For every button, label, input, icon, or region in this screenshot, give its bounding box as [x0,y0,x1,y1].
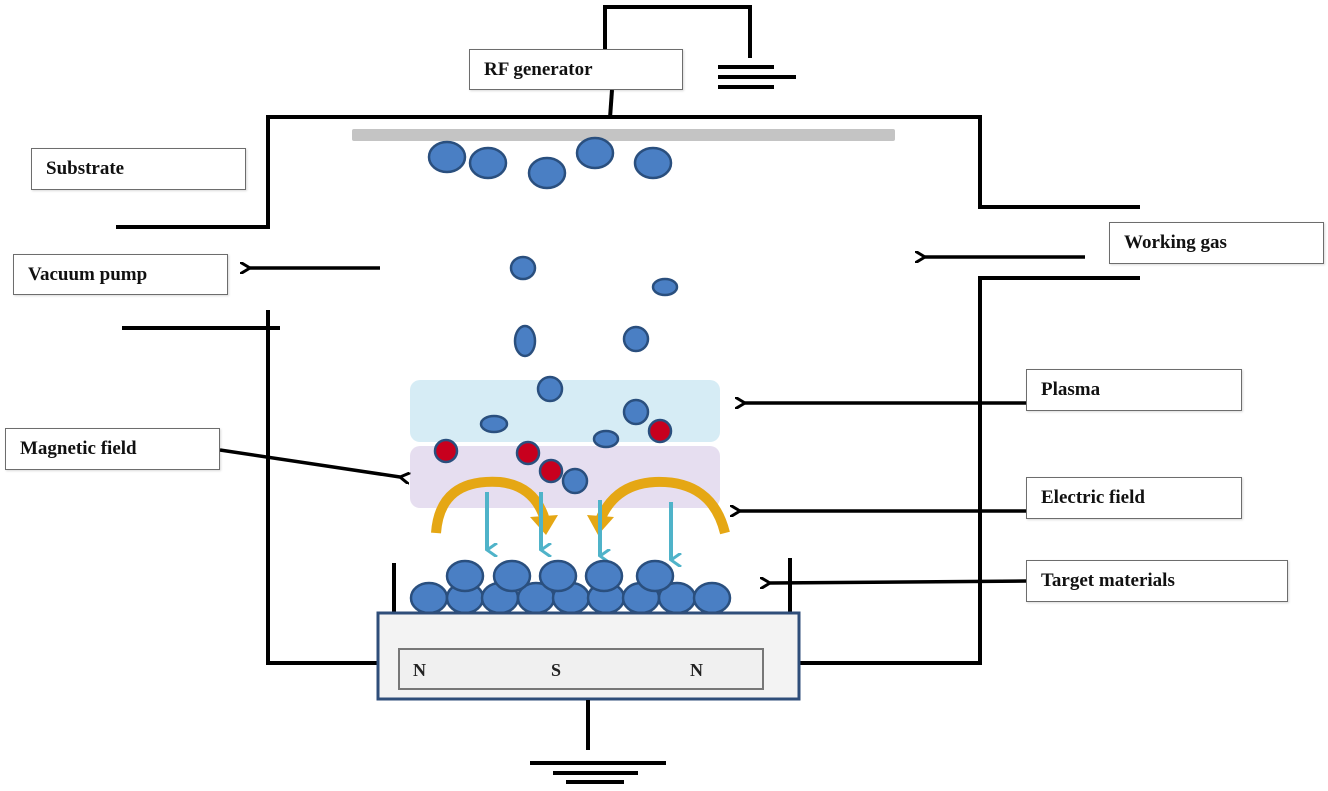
target-atom [409,581,449,615]
sputtered-atom [561,467,589,495]
ground-icon-bottom [530,700,666,784]
deposited-atom [427,140,467,174]
deposited-atom [468,146,508,180]
deposited-atom [527,156,567,190]
electric-field-arcs [431,476,730,535]
sputtered-atom [651,277,679,297]
sputtered-atom [479,414,509,434]
particles [427,136,679,495]
magnet-pole-north-right: N [690,660,703,680]
target-atom [538,559,578,593]
sputtered-atom [592,429,620,449]
target-atom [445,559,485,593]
plasma-region [410,380,720,442]
leader-arrows [219,257,1085,583]
arc-arrowhead-left [530,515,558,535]
target-materials-stack [409,559,732,615]
electric-field-label: Electric field [1026,477,1242,519]
vacuum-pump-label: Vacuum pump [13,254,228,295]
sputtered-atom [513,324,537,358]
magnet-pole-north-left: N [413,660,426,680]
sputtered-atom [536,375,564,403]
ion [515,440,541,466]
target-materials-arrow [770,581,1028,583]
target-atom [584,559,624,593]
sputtered-atom [622,398,650,426]
working-gas-label: Working gas [1109,222,1324,264]
target-materials-label: Target materials [1026,560,1288,602]
magnet-bar [398,648,764,690]
field-arc-right [595,476,730,535]
ground-icon-top [718,65,796,89]
substrate-label: Substrate [31,148,246,190]
ion-flux-arrows [485,492,671,560]
magnetic-field-label: Magnetic field [5,428,220,470]
magnet-pole-south: S [551,660,562,680]
ion [647,418,673,444]
magnetic-field-arrow [219,448,400,477]
chamber-walls [116,115,1140,665]
sputtered-atom [622,325,650,353]
field-arc-left [431,476,550,534]
deposited-atom [575,136,615,170]
target-atom [692,581,732,615]
ion [433,438,459,464]
plasma-label: Plasma [1026,369,1242,411]
target-atom [635,559,675,593]
deposited-atom [633,146,673,180]
rf-generator-label: RF generator [469,49,683,90]
rf-wiring [603,5,752,119]
sputtered-atom [509,255,537,281]
target-atom [492,559,532,593]
substrate-plate [352,129,895,141]
ion [538,458,564,484]
